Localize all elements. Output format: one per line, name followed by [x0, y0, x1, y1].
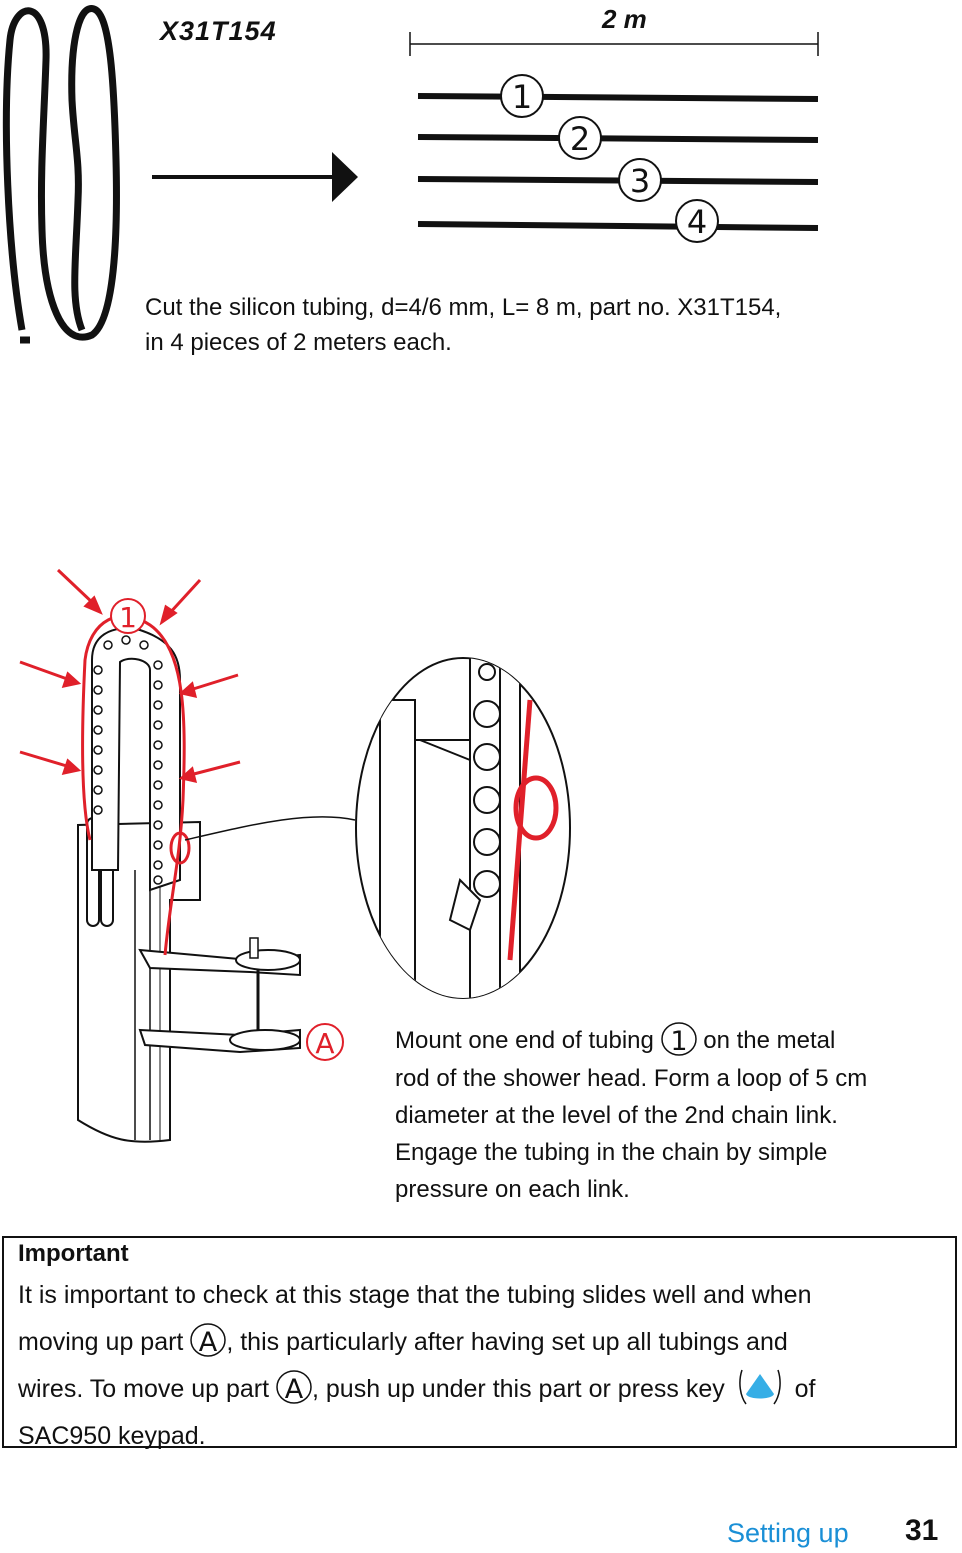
important-body: It is important to check at this stage t… — [18, 1272, 953, 1460]
part-a-badge: A — [276, 1370, 312, 1405]
important-line-1: It is important to check at this stage t… — [18, 1281, 812, 1309]
caption-line-2: in 4 pieces of 2 meters each. — [145, 329, 452, 356]
tube-piece-1 — [417, 93, 819, 102]
important-line-2-start: moving up part — [18, 1328, 184, 1356]
callout-a-circle: A — [306, 1023, 344, 1061]
page-number: 31 — [905, 1514, 939, 1547]
piece-number-circle-3: 3 — [618, 158, 662, 202]
red-pointer-arrows — [19, 568, 241, 784]
tube-piece-4 — [417, 221, 819, 231]
piece-number-4: 4 — [687, 203, 707, 241]
mount-line-1-start: Mount one end of tubing — [395, 1027, 654, 1054]
part-a-badge: A — [190, 1323, 227, 1358]
tube-piece-2 — [417, 134, 819, 143]
tube-piece-3 — [417, 176, 819, 185]
piece-number-2: 2 — [570, 120, 590, 158]
important-line-3-end: of — [794, 1375, 816, 1403]
part-a-badge-label: A — [285, 1374, 304, 1405]
mount-line-5: pressure on each link. — [395, 1175, 630, 1203]
up-key-icon — [738, 1370, 781, 1405]
important-box — [2, 1236, 957, 1448]
mount-line-1-end: on the metal — [703, 1027, 836, 1054]
chair-figure: 1 A — [19, 568, 571, 1143]
zoom-detail — [355, 657, 571, 999]
important-line-2: moving up part A , this particularly aft… — [18, 1319, 953, 1366]
piece-number-circle-2: 2 — [558, 116, 602, 160]
length-label: 2 m — [602, 4, 647, 34]
arrow-head-icon — [332, 152, 358, 202]
red-tubing-loop — [169, 831, 191, 865]
mount-line-1: Mount one end of tubing 1 on the metal — [395, 1021, 962, 1060]
important-line-3: wires. To move up part A , push up under… — [18, 1366, 953, 1413]
important-title: Important — [18, 1240, 129, 1267]
callout-a-label: A — [315, 1027, 334, 1060]
tubing-1-badge: 1 — [660, 1021, 697, 1057]
important-line-4: SAC950 keypad. — [18, 1422, 206, 1450]
mount-instructions-caption: Mount one end of tubing 1 on the metal r… — [395, 1021, 962, 1208]
cut-instructions-caption: Cut the silicon tubing, d=4/6 mm, L= 8 m… — [145, 290, 781, 360]
part-number-label: X31T154 — [160, 16, 277, 46]
important-line-2-end: , this particularly after having set up … — [226, 1328, 788, 1356]
important-line-3-mid: , push up under this part or press key — [312, 1375, 725, 1403]
callout-1-label: 1 — [119, 601, 137, 634]
part-a-badge-label: A — [199, 1327, 218, 1358]
piece-number-circle-1: 1 — [500, 74, 544, 118]
mount-line-3: diameter at the level of the 2nd chain l… — [395, 1101, 838, 1129]
caption-line-1: Cut the silicon tubing, d=4/6 mm, L= 8 m… — [145, 294, 782, 321]
red-tubing-path — [81, 614, 186, 956]
footer-section-label: Setting up — [727, 1518, 849, 1548]
tubing-1-badge-label: 1 — [670, 1026, 687, 1057]
coiled-tubing-illustration — [2, 5, 120, 341]
piece-number-3: 3 — [630, 162, 650, 200]
top-figure: 1 2 3 4 — [2, 5, 819, 344]
callout-1-circle: 1 — [110, 598, 146, 634]
mount-line-2: rod of the shower head. Form a loop of 5… — [395, 1064, 868, 1092]
mount-line-4: Engage the tubing in the chain by simple — [395, 1138, 828, 1166]
piece-number-1: 1 — [512, 78, 532, 116]
important-line-3-start: wires. To move up part — [18, 1375, 270, 1403]
piece-number-circle-4: 4 — [675, 199, 719, 243]
